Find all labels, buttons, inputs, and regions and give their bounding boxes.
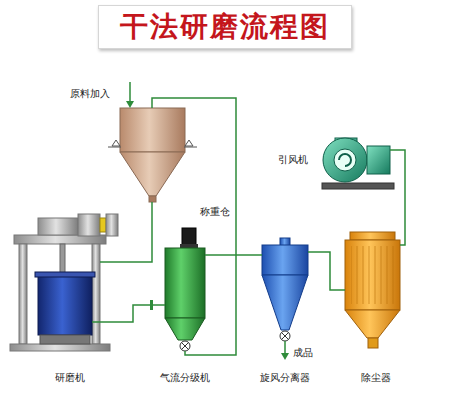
grinding-mill-part: [10, 344, 110, 351]
grinding-mill-part: [78, 214, 100, 236]
pipe-connector: [325, 252, 336, 290]
dust-collector-part: [351, 246, 394, 304]
cyclone-separator-part: [282, 333, 289, 340]
weighing-bin-part: [184, 147, 197, 148]
dust-collector: [336, 228, 405, 348]
grinding-mill-part: [92, 321, 127, 323]
air-classifier-part: [145, 304, 165, 306]
pipe-connector: [127, 218, 152, 262]
equipment-label: 研磨机: [55, 372, 85, 384]
equipment-node: 称重仓: [118, 104, 230, 218]
air-classifier-part: [150, 300, 153, 310]
dust-collector-part: [345, 240, 400, 310]
grinding-mill-part: [92, 244, 100, 344]
grinding-mill-part: [19, 244, 27, 344]
weighing-bin-part: [120, 108, 185, 152]
grinding-mill-part: [38, 218, 78, 235]
pipe-connector: [127, 305, 145, 322]
air-classifier-part: [185, 351, 225, 355]
equipment-label: 引风机: [278, 154, 308, 166]
cyclone-separator-part: [282, 333, 289, 340]
cyclone-separator: [245, 238, 325, 341]
induced-draft-fan-part: [322, 183, 394, 189]
air-classifier-part: [205, 254, 225, 256]
cyclone-separator-part: [262, 245, 308, 275]
dust-collector-part: [336, 289, 345, 291]
air-classifier: [145, 228, 225, 355]
equipment-node: 旋风分离器: [245, 236, 325, 384]
grinding-mill-part: [40, 335, 90, 344]
induced-draft-fan-part: [323, 138, 367, 182]
grinding-mill-part: [100, 261, 127, 263]
product-arrow-part: [281, 353, 289, 360]
weighing-bin-part: [149, 196, 156, 202]
equipment-node: 研磨机: [12, 212, 127, 384]
weighing-bin: [108, 104, 197, 218]
air-classifier-part: [180, 341, 190, 351]
dust-collector-part: [368, 338, 378, 348]
title-box: 干法研磨流程图: [98, 5, 352, 49]
induced-draft-fan-part: [334, 149, 356, 171]
induced-draft-fan-part: [339, 154, 351, 166]
weighing-bin-part: [112, 140, 120, 146]
grinding-mill-part: [60, 244, 65, 275]
grinding-mill-part: [106, 214, 118, 236]
product-label: 成品: [293, 347, 313, 359]
air-classifier-part: [165, 318, 205, 340]
equipment-label: 气流分级机: [160, 372, 210, 384]
pipe-connector: [396, 150, 405, 228]
feed-label: 原料加入: [70, 88, 110, 100]
air-classifier-part: [182, 343, 189, 350]
cyclone-separator-part: [308, 251, 325, 253]
dust-collector-part: [350, 232, 395, 240]
product-arrow-part: [284, 341, 286, 354]
equipment-label: 称重仓: [200, 206, 230, 218]
grinding-mill-part: [100, 218, 106, 232]
dust-collector-part: [345, 310, 400, 338]
pipe-connector: [152, 98, 236, 355]
air-classifier-part: [180, 244, 198, 248]
weighing-bin-part: [120, 152, 185, 196]
grinding-mill-part: [35, 272, 95, 277]
weighing-bin-part: [108, 147, 121, 148]
pipe-connector: [225, 254, 245, 256]
cyclone-separator-part: [280, 331, 290, 341]
feed-arrow-part: [129, 82, 131, 102]
induced-draft-fan: [322, 138, 396, 189]
induced-draft-fan-part: [367, 146, 390, 174]
cyclone-separator-part: [245, 254, 262, 256]
cyclone-separator-part: [262, 275, 308, 330]
induced-draft-fan-part: [390, 149, 396, 151]
feed-arrow: [126, 82, 134, 108]
grinding-mill: [10, 214, 127, 351]
equipment-label: 旋风分离器: [260, 372, 310, 384]
equipment-node: 气流分级机: [145, 226, 225, 384]
grinding-mill-part: [38, 275, 92, 335]
equipment-node: 引风机: [278, 128, 396, 192]
equipment-label: 除尘器: [361, 372, 391, 384]
feed-arrow-part: [126, 101, 134, 108]
air-classifier-part: [182, 343, 189, 350]
dust-collector-part: [400, 228, 405, 245]
product-arrow: [281, 341, 289, 360]
weighing-bin-part: [185, 140, 193, 146]
air-classifier-part: [165, 248, 205, 318]
title-text: 干法研磨流程图: [120, 8, 330, 46]
weighing-bin-part: [151, 202, 153, 218]
weighing-bin-part: [151, 104, 153, 108]
equipment-node: 除尘器: [336, 228, 416, 384]
